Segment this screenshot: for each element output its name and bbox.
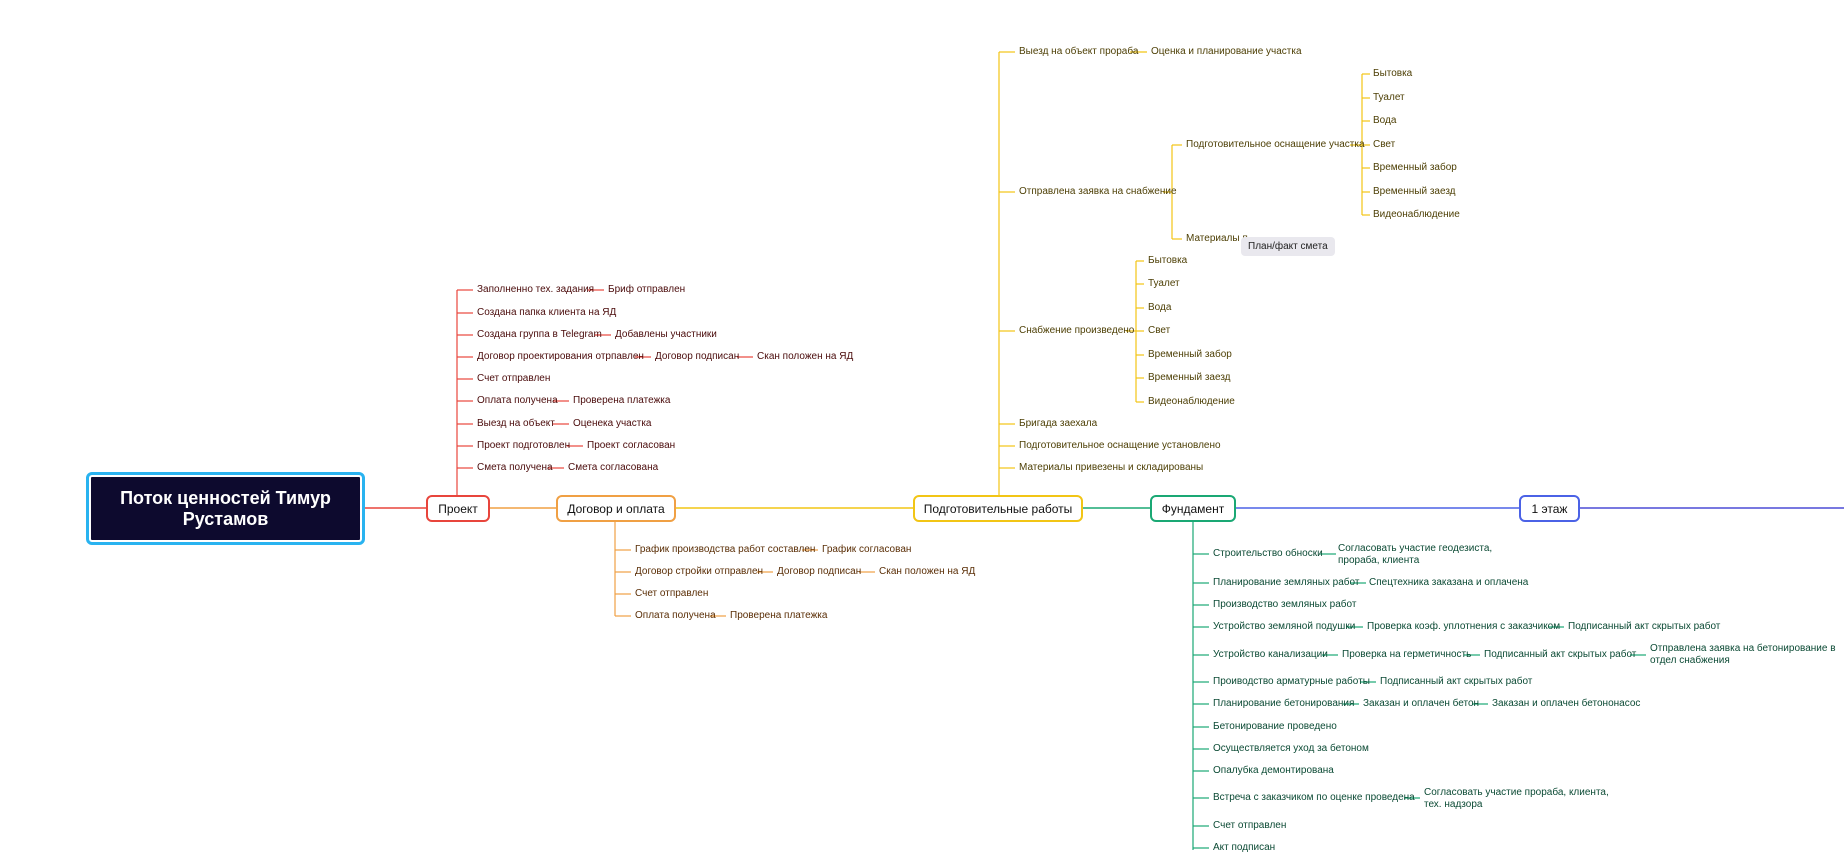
project-task[interactable]: Договор проектирования отрпавлен xyxy=(477,351,644,362)
prep-task[interactable]: Материалы п xyxy=(1186,233,1248,244)
stage-project-node[interactable]: Проект xyxy=(426,495,490,522)
project-task[interactable]: Создана группа в Telegram xyxy=(477,329,602,340)
contract-task[interactable]: Счет отправлен xyxy=(635,588,709,599)
foundation-task[interactable]: Отправлена заявка на бетонирование в отд… xyxy=(1650,643,1836,666)
project-task[interactable]: Смета согласована xyxy=(568,462,659,473)
contract-task[interactable]: Договор стройки отправлен xyxy=(635,566,764,577)
stage-foundation-node[interactable]: Фундамент xyxy=(1150,495,1236,522)
project-task[interactable]: Счет отправлен xyxy=(477,373,551,384)
prep-task[interactable]: Оценка и планирование участка xyxy=(1151,46,1302,57)
prep-task[interactable]: Выезд на объект прораба xyxy=(1019,46,1139,57)
foundation-task[interactable]: Проиводство арматурные работы xyxy=(1213,676,1370,687)
prep-equip-item[interactable]: Вода xyxy=(1373,115,1397,126)
plan-fact-tooltip: План/факт смета xyxy=(1241,237,1335,256)
project-task[interactable]: Выезд на объект xyxy=(477,418,555,429)
stage-contract-node[interactable]: Договор и оплата xyxy=(556,495,676,522)
prep-supply-item[interactable]: Свет xyxy=(1148,325,1171,336)
prep-task[interactable]: Подготовительное оснащение установлено xyxy=(1019,440,1221,451)
prep-equip-item[interactable]: Временный забор xyxy=(1373,162,1457,173)
prep-equip-item[interactable]: Временный заезд xyxy=(1373,186,1456,197)
prep-equip-item[interactable]: Бытовка xyxy=(1373,68,1413,79)
foundation-task[interactable]: Проверка на герметичность xyxy=(1342,649,1472,660)
foundation-task[interactable]: Заказан и оплачен бетононасос xyxy=(1492,698,1641,709)
foundation-task[interactable]: Устройство канализации xyxy=(1213,649,1328,660)
prep-equip-item[interactable]: Свет xyxy=(1373,139,1396,150)
foundation-task[interactable]: Спецтехника заказана и оплачена xyxy=(1369,577,1529,588)
prep-task[interactable]: Подготовительное оснащение участка xyxy=(1186,139,1365,150)
foundation-task[interactable]: Планирование бетонирования xyxy=(1213,698,1355,709)
foundation-task[interactable]: Согласовать участие прораба, клиента, те… xyxy=(1424,787,1609,810)
contract-task[interactable]: График согласован xyxy=(822,544,912,555)
project-task[interactable]: Создана папка клиента на ЯД xyxy=(477,307,617,318)
stage-prep-node[interactable]: Подготовительные работы xyxy=(913,495,1083,522)
foundation-task[interactable]: Подписанный акт скрытых работ xyxy=(1380,676,1533,687)
foundation-task[interactable]: Строительство обноски xyxy=(1213,548,1323,559)
foundation-task[interactable]: Устройство земляной подушки xyxy=(1213,621,1356,632)
foundation-task[interactable]: Подписанный акт скрытых работ xyxy=(1484,649,1637,660)
contract-task[interactable]: Оплата получена xyxy=(635,610,716,621)
foundation-task[interactable]: Опалубка демонтирована xyxy=(1213,765,1334,776)
foundation-task[interactable]: Акт подписан xyxy=(1213,842,1276,853)
project-task[interactable]: Оценека участка xyxy=(573,418,652,429)
project-task[interactable]: Проверена платежка xyxy=(573,395,671,406)
prep-task[interactable]: Отправлена заявка на снабжение xyxy=(1019,186,1177,197)
prep-equip-item[interactable]: Туалет xyxy=(1373,92,1405,103)
stage-floor1-node[interactable]: 1 этаж xyxy=(1519,495,1580,522)
project-task[interactable]: Добавлены участники xyxy=(615,329,717,340)
foundation-task[interactable]: Подписанный акт скрытых работ xyxy=(1568,621,1721,632)
prep-supply-item[interactable]: Временный забор xyxy=(1148,349,1232,360)
foundation-task[interactable]: Осуществляется уход за бетоном xyxy=(1213,743,1369,754)
prep-supply-item[interactable]: Временный заезд xyxy=(1148,372,1231,383)
foundation-task[interactable]: Заказан и оплачен бетон xyxy=(1363,698,1480,709)
contract-task[interactable]: График производства работ составлен xyxy=(635,544,816,555)
prep-task[interactable]: Материалы привезены и складированы xyxy=(1019,462,1204,473)
foundation-task[interactable]: Планирование земляных работ xyxy=(1213,577,1360,588)
foundation-task[interactable]: Проверка коэф. уплотнения с заказчиком xyxy=(1367,621,1561,632)
foundation-task[interactable]: Встреча с заказчиком по оценке проведена xyxy=(1213,792,1415,803)
project-task[interactable]: Договор подписан xyxy=(655,351,740,362)
prep-equip-item[interactable]: Видеонаблюдение xyxy=(1373,209,1460,220)
project-task[interactable]: Заполненно тех. задания xyxy=(477,284,595,295)
prep-supply-item[interactable]: Туалет xyxy=(1148,278,1180,289)
foundation-task[interactable]: Согласовать участие геодезиста, прораба,… xyxy=(1338,543,1493,566)
contract-task[interactable]: Проверена платежка xyxy=(730,610,828,621)
foundation-task[interactable]: Бетонирование проведено xyxy=(1213,721,1337,732)
root-node[interactable]: Поток ценностей Тимур Рустамов xyxy=(86,472,365,545)
contract-task[interactable]: Скан положен на ЯД xyxy=(879,566,976,577)
prep-task[interactable]: Бригада заехала xyxy=(1019,418,1098,429)
foundation-task[interactable]: Счет отправлен xyxy=(1213,820,1287,831)
project-task[interactable]: Скан положен на ЯД xyxy=(757,351,854,362)
project-task[interactable]: Смета получена xyxy=(477,462,553,473)
foundation-task[interactable]: Производство земляных работ xyxy=(1213,599,1357,610)
project-task[interactable]: Проект подготовлен xyxy=(477,440,571,451)
project-task[interactable]: Проект согласован xyxy=(587,440,676,451)
contract-task[interactable]: Договор подписан xyxy=(777,566,862,577)
prep-task[interactable]: Снабжение произведено xyxy=(1019,325,1135,336)
prep-supply-item[interactable]: Видеонаблюдение xyxy=(1148,396,1235,407)
prep-supply-item[interactable]: Вода xyxy=(1148,302,1172,313)
prep-supply-item[interactable]: Бытовка xyxy=(1148,255,1188,266)
project-task[interactable]: Оплата получена xyxy=(477,395,558,406)
project-task[interactable]: Бриф отправлен xyxy=(608,284,686,295)
